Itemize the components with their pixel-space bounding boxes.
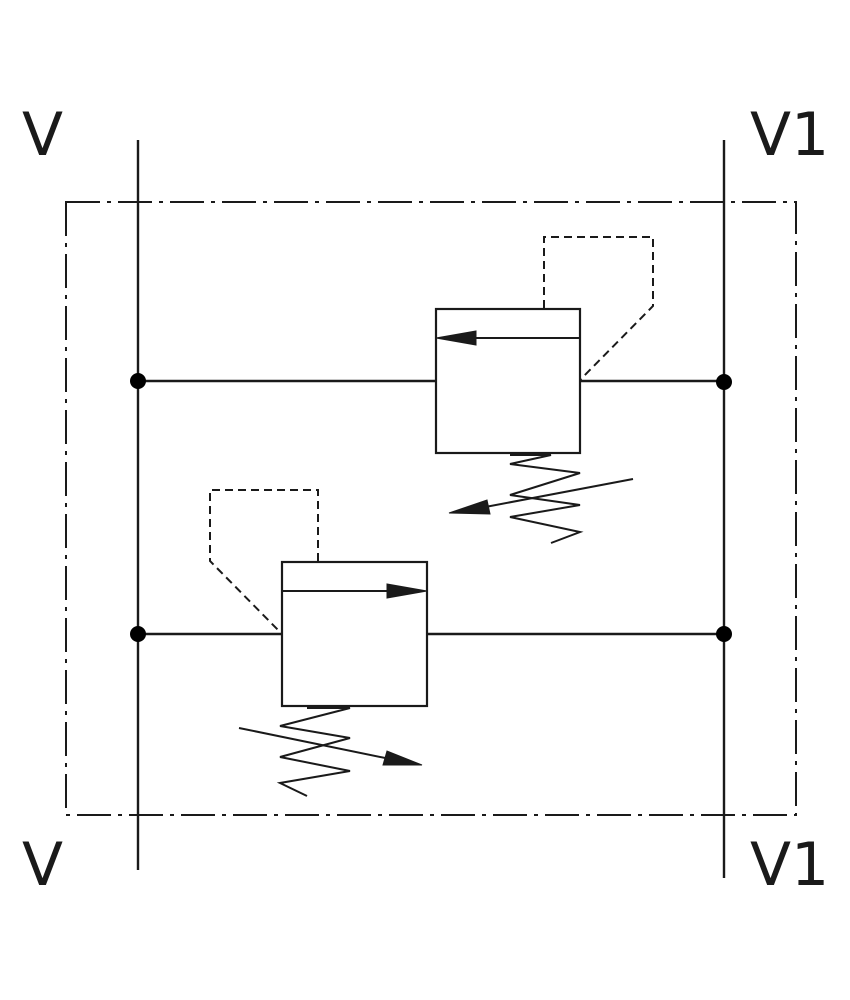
- lower-relief-valve: [209, 489, 429, 797]
- junction-node-upper-right: [716, 374, 732, 390]
- upper-relief-valve: [434, 236, 654, 544]
- junction-node-lower-left: [130, 626, 146, 642]
- upper-adjust-arrow-shaft: [479, 478, 634, 509]
- lower-adjust-arrow-shaft: [238, 727, 391, 760]
- lower-valve-body: [280, 560, 429, 708]
- lower-adjust-arrow-icon: [382, 750, 423, 766]
- upper-adjust-arrow-icon: [448, 499, 491, 515]
- port-label-v-bottom: V: [22, 830, 63, 900]
- valve-block-boundary: [65, 201, 797, 816]
- lower-flow-arrow-icon: [386, 583, 428, 599]
- upper-flow-arrow-icon: [435, 330, 477, 346]
- upper-valve-body: [434, 307, 582, 455]
- port-label-v1-bottom: V1: [750, 830, 829, 900]
- upper-spring-icon: [509, 454, 584, 544]
- port-label-v1-top: V1: [750, 100, 829, 170]
- lower-spring-icon: [276, 707, 351, 797]
- junction-node-upper-left: [130, 373, 146, 389]
- port-label-v-top: V: [22, 100, 63, 170]
- junction-node-lower-right: [716, 626, 732, 642]
